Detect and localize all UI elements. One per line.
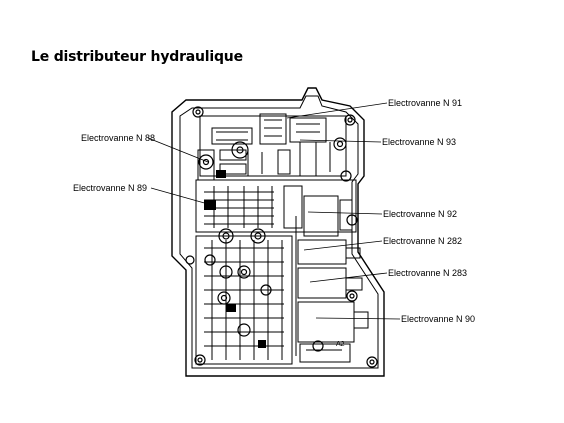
- leader-n282: [303, 240, 383, 251]
- solenoid-n282: [297, 239, 347, 265]
- diagram-title: Le distributeur hydraulique: [31, 49, 243, 65]
- housing-outline: [171, 87, 385, 377]
- leader-n89: [150, 187, 209, 205]
- lower-valve-bank: [195, 235, 293, 365]
- label-electrovanne-n93: Electrovanne N 93: [382, 137, 457, 147]
- label-electrovanne-n91: Electrovanne N 91: [388, 98, 463, 108]
- label-electrovanne-n88: Electrovanne N 88: [81, 133, 156, 143]
- upper-plate: [199, 115, 347, 177]
- leader-n93: [299, 139, 382, 143]
- leader-n91: [286, 102, 388, 119]
- leader-n92: [307, 211, 383, 215]
- solenoid-n283: [297, 267, 347, 299]
- leader-n88: [147, 137, 209, 163]
- leader-n283: [309, 272, 388, 283]
- leader-n90: [315, 317, 401, 320]
- label-electrovanne-n283: Electrovanne N 283: [388, 268, 468, 278]
- label-electrovanne-n90: Electrovanne N 90: [401, 314, 476, 324]
- label-electrovanne-n89: Electrovanne N 89: [73, 183, 148, 193]
- middle-plate: [195, 179, 357, 233]
- label-electrovanne-n92: Electrovanne N 92: [383, 209, 458, 219]
- solenoid-n90: [297, 301, 355, 343]
- plate-marking: A2: [336, 341, 345, 348]
- label-electrovanne-n282: Electrovanne N 282: [383, 236, 463, 246]
